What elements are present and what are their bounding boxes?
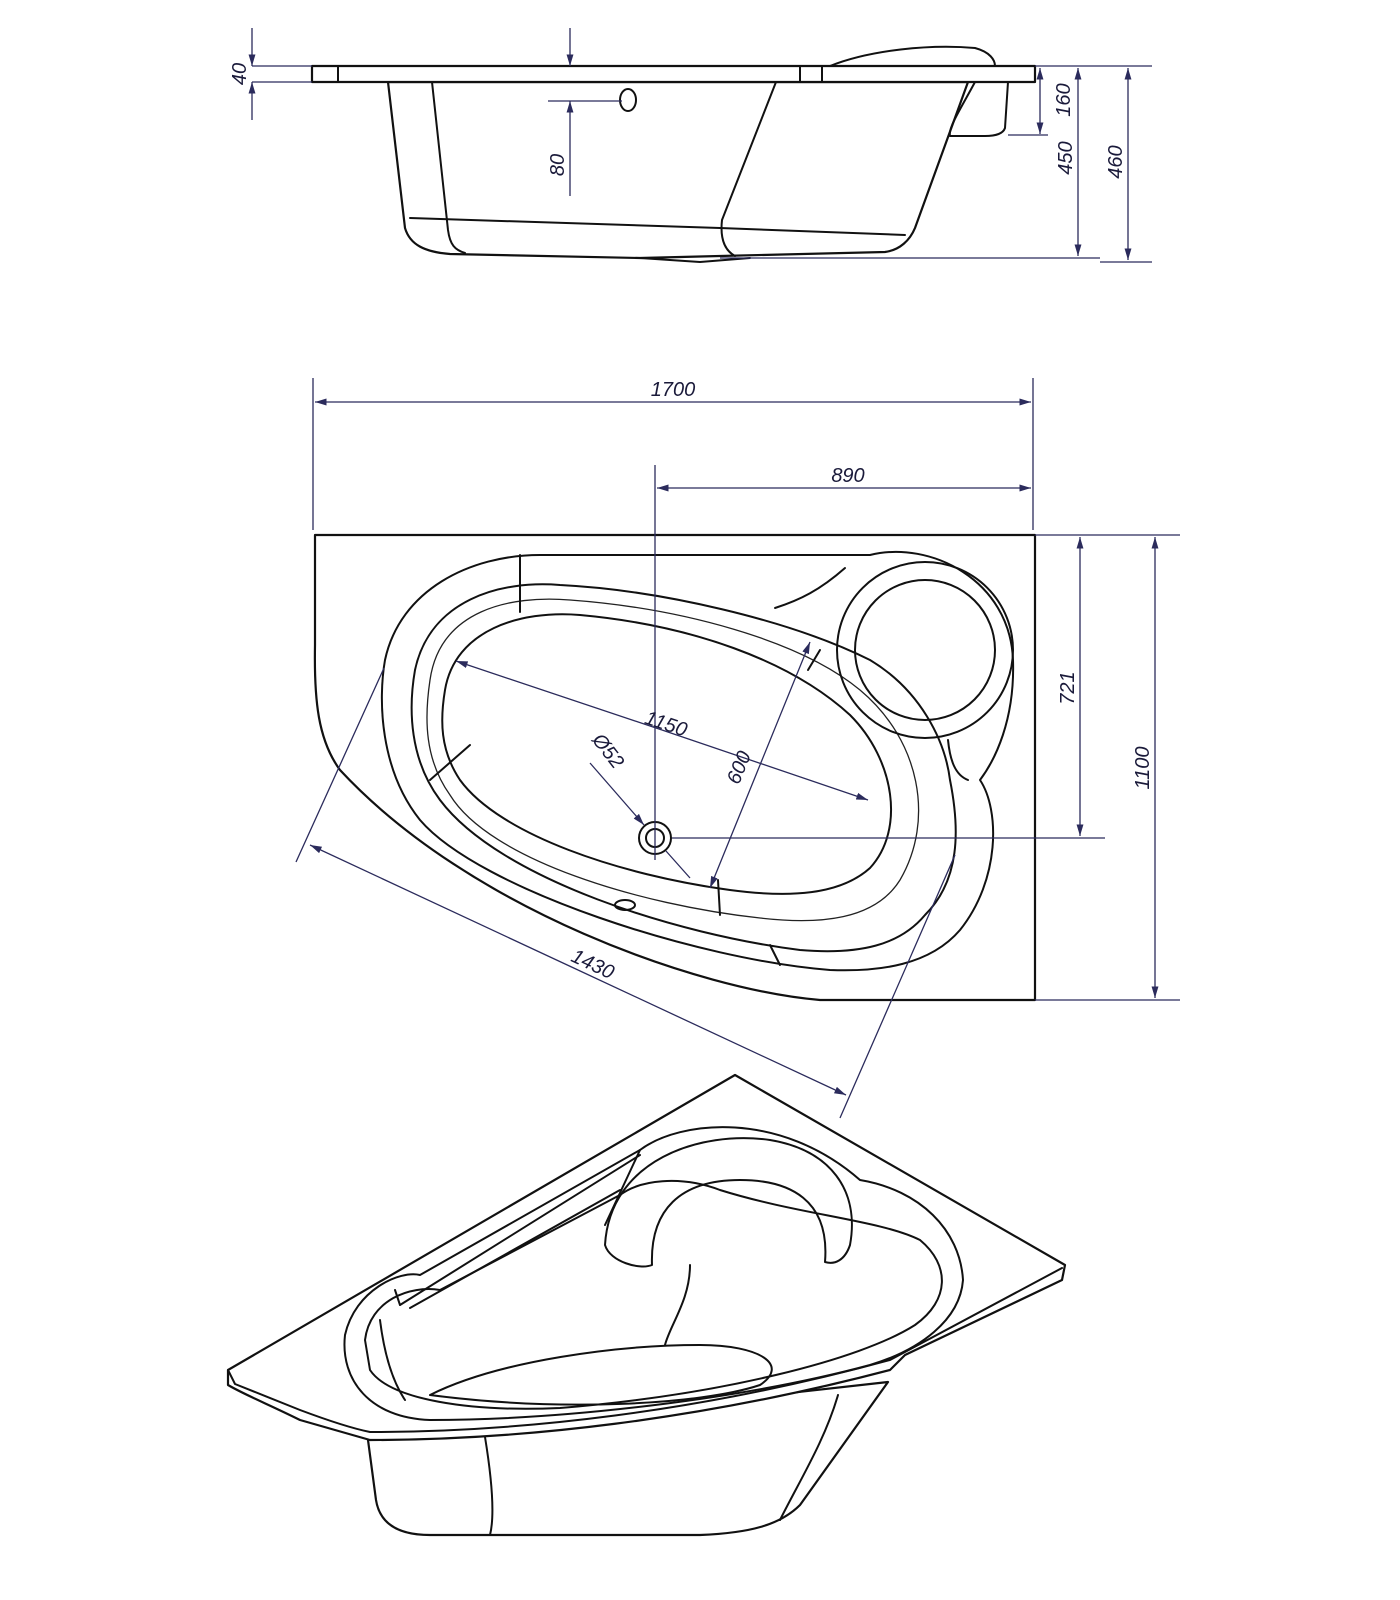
isometric-view bbox=[226, 1073, 1067, 1537]
basin-inner-iso bbox=[364, 1180, 943, 1410]
dim-450: 450 bbox=[1055, 141, 1077, 174]
basin-rim-outer bbox=[380, 550, 1015, 972]
tub-body-iso bbox=[366, 1380, 890, 1537]
tub-rim-iso bbox=[226, 1073, 1067, 1442]
body-seam-center bbox=[720, 81, 777, 257]
tub-body-side bbox=[386, 80, 970, 260]
headrest-iso bbox=[604, 1137, 853, 1268]
tub-rim-side bbox=[310, 64, 1037, 84]
headrest-block bbox=[948, 81, 1009, 137]
top-view: 1700 890 721 1100 1150 600 Ø52 1430 bbox=[295, 378, 1180, 1119]
overflow-slot bbox=[614, 899, 636, 911]
dim-1700: 1700 bbox=[651, 379, 696, 401]
basin-floor bbox=[441, 613, 892, 895]
basin-inner-ring bbox=[426, 598, 920, 922]
body-seam-left bbox=[431, 81, 466, 254]
dim-460: 460 bbox=[1105, 145, 1127, 178]
bottom-foot bbox=[639, 257, 751, 263]
headrest-circle-outer bbox=[836, 561, 1014, 739]
basin-floor-iso bbox=[429, 1344, 773, 1406]
overflow-hole bbox=[619, 88, 637, 112]
basin-rim-iso bbox=[343, 1126, 964, 1421]
headrest-circle-inner bbox=[854, 579, 996, 721]
dim-80: 80 bbox=[547, 154, 569, 176]
dim-890: 890 bbox=[831, 465, 864, 487]
dim-1100: 1100 bbox=[1132, 746, 1154, 789]
dim-160: 160 bbox=[1053, 83, 1075, 116]
headrest-profile bbox=[829, 45, 996, 67]
dim-721: 721 bbox=[1057, 671, 1079, 704]
dim-1430: 1430 bbox=[568, 945, 618, 984]
side-view: 40 80 160 450 460 bbox=[229, 28, 1152, 263]
dim-40: 40 bbox=[229, 63, 251, 85]
body-bottom-line bbox=[409, 217, 906, 236]
basin-ledge bbox=[410, 583, 957, 953]
